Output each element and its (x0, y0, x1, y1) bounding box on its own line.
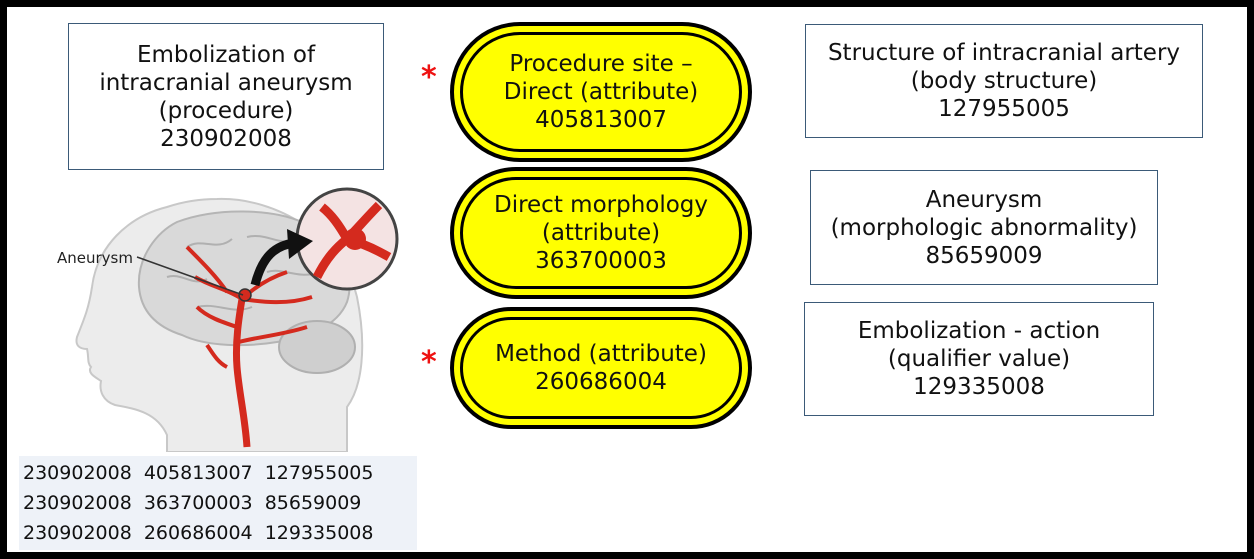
triple-value-code: 129335008 (264, 522, 374, 544)
attribute-label-line-1: Method (attribute) (495, 341, 707, 367)
triple-source-code: 230902008 (23, 462, 132, 484)
curved-arrow-head (287, 229, 313, 259)
attribute-pill-method: Method (attribute) 260686004 (450, 307, 752, 429)
value-box-body-structure: Structure of intracranial artery (body s… (805, 24, 1203, 138)
value-code: 129335008 (913, 374, 1045, 400)
zoom-aneurysm (344, 228, 366, 250)
carotid-artery (232, 298, 251, 448)
attribute-pill-inner: Method (attribute) 260686004 (460, 317, 742, 419)
triple-value-code: 85659009 (264, 492, 362, 514)
attribute-pill-procedure-site: Procedure site – Direct (attribute) 4058… (450, 22, 752, 162)
brain-folds (166, 234, 318, 311)
aneurysm-dot (238, 288, 252, 302)
procedure-label-line-2: intracranial aneurysm (99, 69, 353, 96)
attribute-pill-direct-morphology: Direct morphology (attribute) 363700003 (450, 167, 752, 299)
artery-branches (185, 245, 313, 369)
attribute-pill-inner: Procedure site – Direct (attribute) 4058… (460, 32, 742, 152)
attribute-label-line-1: Procedure site – (509, 51, 693, 77)
value-box-qualifier-value: Embolization - action (qualifier value) … (804, 302, 1154, 416)
value-label-line-2: (body structure) (910, 68, 1098, 94)
required-star-3: * (421, 345, 437, 380)
attribute-code: 405813007 (535, 107, 667, 133)
value-box-morphologic-abnormality: Aneurysm (morphologic abnormality) 85659… (810, 170, 1158, 285)
procedure-label-line-3: (procedure) (158, 97, 294, 124)
required-star-1: * (421, 60, 437, 95)
attribute-code: 363700003 (535, 248, 667, 274)
value-code: 127955005 (938, 96, 1070, 122)
value-label-line-2: (morphologic abnormality) (830, 214, 1138, 241)
triple-row: 230902008 363700003 85659009 (23, 488, 417, 518)
value-label-line-2: (qualifier value) (887, 346, 1071, 372)
attribute-pill-inner: Direct morphology (attribute) 363700003 (460, 177, 742, 289)
relationship-triples-table: 230902008 405813007 127955005 230902008 … (19, 456, 417, 550)
triple-attribute-code: 405813007 (143, 462, 253, 484)
value-label-line-1: Aneurysm (925, 186, 1043, 213)
procedure-label-line-1: Embolization of (136, 41, 316, 68)
triple-attribute-code: 363700003 (143, 492, 253, 514)
aneurysm-pointer-line (136, 256, 244, 296)
triple-value-code: 127955005 (264, 462, 374, 484)
procedure-code: 230902008 (160, 125, 292, 152)
attribute-label-line-2: (attribute) (541, 220, 661, 246)
triple-source-code: 230902008 (23, 492, 132, 514)
triple-source-code: 230902008 (23, 522, 132, 544)
value-code: 85659009 (925, 242, 1043, 269)
attribute-label-line-2: Direct (attribute) (503, 79, 699, 105)
attribute-label-line-1: Direct morphology (493, 192, 709, 218)
triple-row: 230902008 260686004 129335008 (23, 518, 417, 548)
procedure-concept-box: Embolization of intracranial aneurysm (p… (68, 23, 384, 170)
value-label-line-1: Embolization - action (857, 318, 1101, 344)
aneurysm-label: Aneurysm (57, 249, 133, 267)
diagram-canvas: Embolization of intracranial aneurysm (p… (7, 7, 1247, 552)
cerebellum (278, 320, 356, 374)
head-aneurysm-illustration: Aneurysm (57, 187, 399, 452)
triple-attribute-code: 260686004 (143, 522, 253, 544)
triple-row: 230902008 405813007 127955005 (23, 458, 417, 488)
attribute-code: 260686004 (535, 369, 667, 395)
value-label-line-1: Structure of intracranial artery (827, 40, 1181, 66)
